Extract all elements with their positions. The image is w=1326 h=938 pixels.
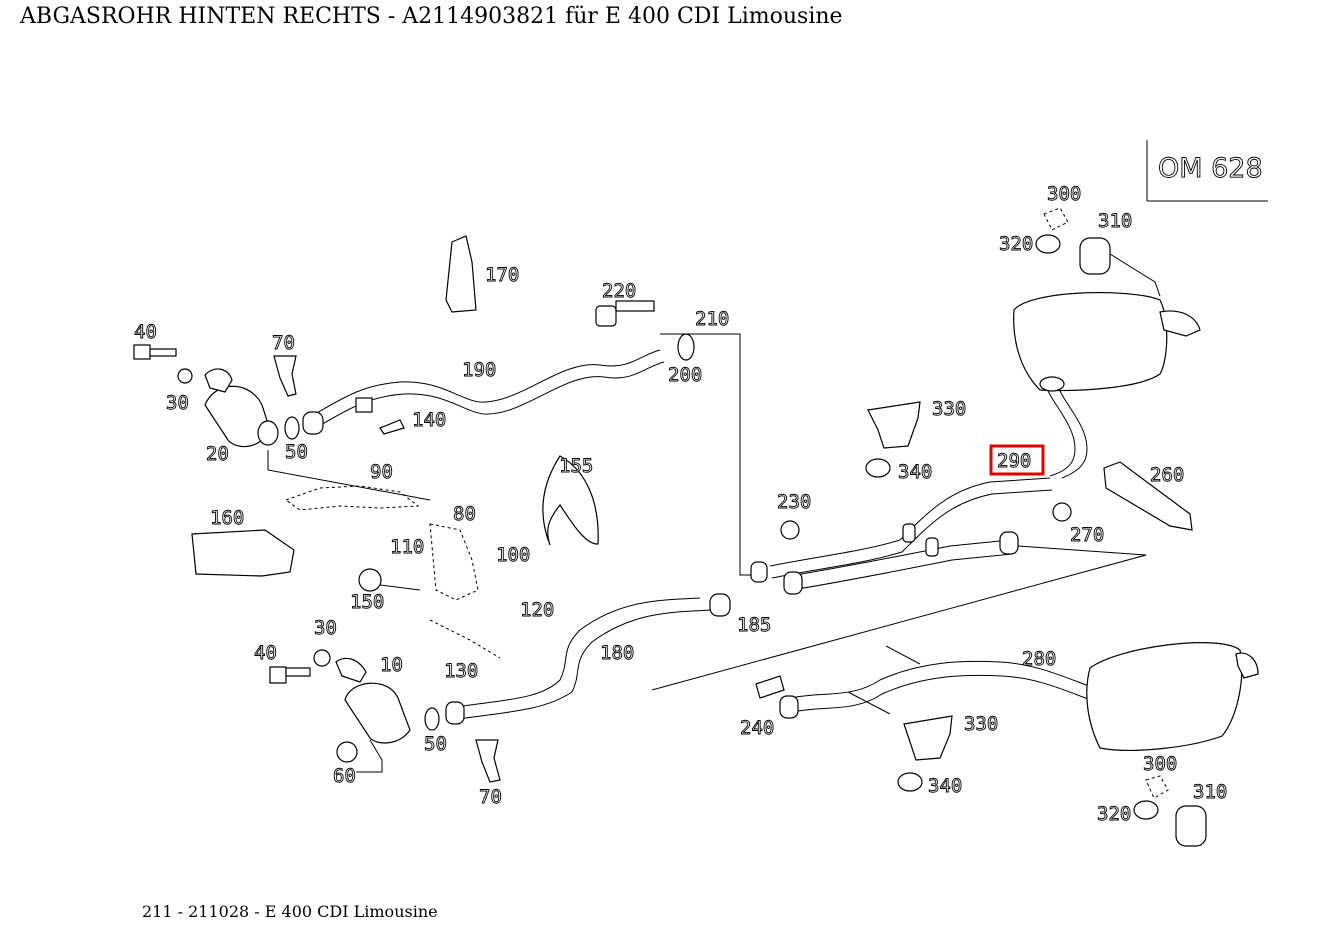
callout-260[interactable]: 260 [1150, 464, 1185, 487]
callout-340-upper[interactable]: 340 [898, 461, 933, 484]
callout-110[interactable]: 110 [390, 536, 425, 559]
callout-120[interactable]: 120 [520, 599, 555, 622]
nut-270 [1052, 502, 1072, 522]
callout-155[interactable]: 155 [559, 455, 594, 478]
callout-320-lower[interactable]: 320 [1097, 803, 1132, 826]
part-140 [379, 419, 405, 435]
callout-140[interactable]: 140 [412, 409, 447, 432]
callout-10[interactable]: 10 [380, 654, 404, 677]
callout-180[interactable]: 180 [600, 642, 635, 665]
clamp-200 [677, 333, 695, 361]
heat-shield-90 [284, 485, 420, 511]
callout-80[interactable]: 80 [453, 503, 477, 526]
callout-280[interactable]: 280 [1022, 648, 1057, 671]
callout-330-lower[interactable]: 330 [964, 713, 999, 736]
callout-300[interactable]: 300 [1047, 183, 1082, 206]
callout-100[interactable]: 100 [496, 544, 531, 567]
plate-155 [542, 455, 599, 546]
hanger-330-lower [897, 715, 953, 792]
callout-230[interactable]: 230 [777, 491, 812, 514]
engine-code-frame: OM 628 [1146, 140, 1268, 202]
callout-150[interactable]: 150 [350, 591, 385, 614]
bolt-lower [269, 649, 331, 684]
footer-caption: 211 - 211028 - E 400 CDI Limousine [142, 902, 438, 921]
callout-300-lower[interactable]: 300 [1143, 753, 1178, 776]
callout-160[interactable]: 160 [210, 507, 245, 530]
callout-60[interactable]: 60 [333, 765, 357, 788]
callout-130[interactable]: 130 [444, 660, 479, 683]
callout-40-lower[interactable]: 40 [254, 642, 278, 665]
bracket-70-upper [273, 355, 297, 397]
callout-320[interactable]: 320 [999, 233, 1034, 256]
callout-70-upper[interactable]: 70 [272, 332, 296, 355]
rear-pipe-left [755, 645, 1103, 719]
callout-40-upper[interactable]: 40 [134, 321, 158, 344]
callout-70-lower[interactable]: 70 [479, 786, 503, 809]
callout-200[interactable]: 200 [668, 364, 703, 387]
callout-340-lower[interactable]: 340 [928, 775, 963, 798]
callout-270[interactable]: 270 [1070, 524, 1105, 547]
callout-185[interactable]: 185 [737, 614, 772, 637]
front-pipe-upper [302, 349, 665, 435]
callout-50-lower[interactable]: 50 [424, 733, 448, 756]
bracket-70-lower [475, 739, 501, 783]
callout-50-upper[interactable]: 50 [285, 441, 309, 464]
middle-pipes [651, 477, 1147, 691]
page-title: ABGASROHR HINTEN RECHTS - A2114903821 fü… [20, 4, 843, 29]
nut-230 [780, 520, 800, 540]
hanger-330-upper [865, 401, 921, 478]
callout-330-upper[interactable]: 330 [932, 398, 967, 421]
hanger-310-lower [1133, 775, 1207, 847]
callout-20[interactable]: 20 [206, 443, 230, 466]
bolt-220 [595, 300, 655, 327]
callout-30-lower[interactable]: 30 [314, 617, 338, 640]
catalytic-converter-lower [335, 657, 440, 773]
leader-130 [429, 619, 501, 659]
bracket-260 [1103, 461, 1193, 531]
callout-labels: 300 310 320 170 220 210 40 70 190 200 30… [134, 183, 1228, 826]
bracket-80 [429, 523, 479, 601]
rubber-mount-150 [358, 568, 382, 592]
rear-silencer-right [1013, 253, 1201, 479]
bracket-170 [445, 235, 477, 313]
callout-190[interactable]: 190 [462, 359, 497, 382]
callout-310[interactable]: 310 [1098, 210, 1133, 233]
callout-30-upper[interactable]: 30 [166, 392, 190, 415]
callout-90[interactable]: 90 [370, 461, 394, 484]
callout-310-lower[interactable]: 310 [1193, 781, 1228, 804]
rear-silencer-left [1086, 642, 1259, 751]
catalytic-converter-upper [204, 368, 300, 448]
engine-code-label: OM 628 [1158, 153, 1263, 184]
highlight-box-290 [989, 444, 1045, 476]
hanger-310-upper [1035, 207, 1111, 275]
callout-170[interactable]: 170 [485, 264, 520, 287]
callout-210[interactable]: 210 [695, 308, 730, 331]
callout-240[interactable]: 240 [740, 717, 775, 740]
callout-290[interactable]: 290 [997, 450, 1032, 473]
bracket-160 [191, 529, 295, 577]
bolt-upper [133, 344, 193, 384]
front-pipe-lower [445, 593, 731, 725]
callout-220[interactable]: 220 [602, 280, 637, 303]
